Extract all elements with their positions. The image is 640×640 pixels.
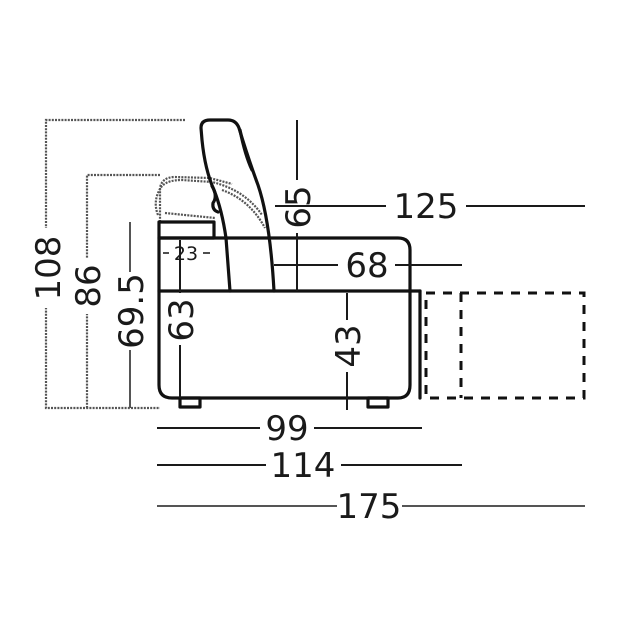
dimension-labels: 108 86 69.5 63 23 65 125 68 43 99 114 17… xyxy=(29,185,458,527)
footrest-extended-outline xyxy=(424,291,586,400)
dim-65-label: 65 xyxy=(279,185,319,228)
dim-108-label: 108 xyxy=(29,236,69,301)
dim-125-label: 125 xyxy=(394,187,459,227)
dim-43-label: 43 xyxy=(329,324,369,367)
dim-114-label: 114 xyxy=(271,446,336,486)
dim-63-label: 63 xyxy=(162,298,202,341)
dim-69-5-label: 69.5 xyxy=(112,273,152,349)
dimension-lines xyxy=(157,120,585,507)
dim-68-label: 68 xyxy=(345,246,388,286)
backrest xyxy=(199,118,276,293)
dim-23-label: 23 xyxy=(174,243,198,265)
sofa-body xyxy=(157,220,422,409)
dim-99-label: 99 xyxy=(265,409,308,449)
lowered-headrest-outline xyxy=(154,175,266,229)
dim-86-label: 86 xyxy=(69,264,109,307)
dim-175-label: 175 xyxy=(337,487,402,527)
